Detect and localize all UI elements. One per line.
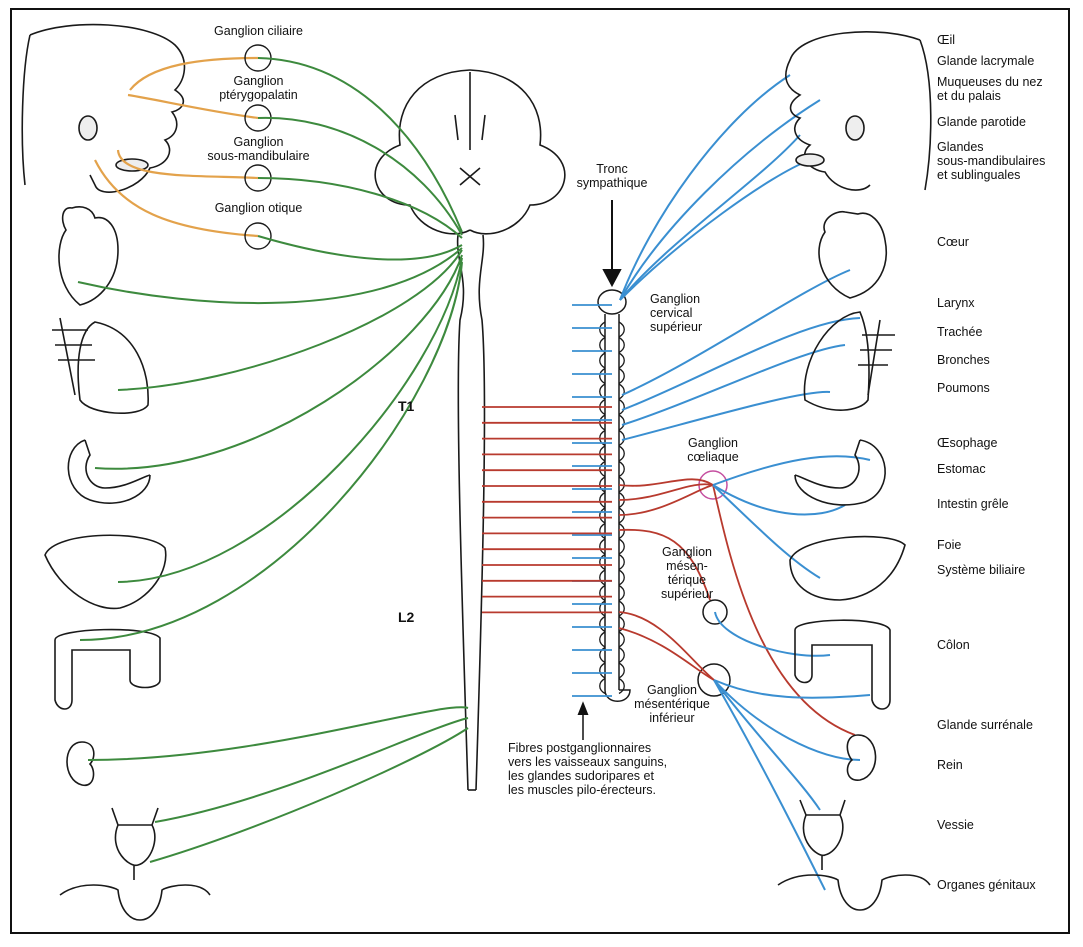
label-ganglion-pterygopalatin: Ganglion ptérygopalatin xyxy=(219,74,298,102)
label-coeur: Cœur xyxy=(937,235,969,249)
left-kidney xyxy=(66,741,95,787)
label-glande-lacrymale: Glande lacrymale xyxy=(937,54,1035,68)
label-vessie: Vessie xyxy=(937,818,974,832)
label-foie: Foie xyxy=(937,538,962,552)
trunk-ganglion xyxy=(599,352,625,369)
right-bladder xyxy=(799,799,846,870)
label-glande-parotide: Glande parotide xyxy=(937,115,1026,129)
left-stomach xyxy=(67,439,151,504)
trunk-ganglion xyxy=(599,538,625,555)
label-bronches: Bronches xyxy=(937,353,990,367)
right-uterus xyxy=(777,874,931,911)
right-colon xyxy=(794,619,891,710)
label-muqueuses: Muqueuses du nez et du palais xyxy=(937,75,1043,103)
label-organes-genitaux: Organes génitaux xyxy=(937,878,1036,892)
label-ganglion-cervical: Ganglion cervical supérieur xyxy=(650,292,703,334)
trunk-ganglion xyxy=(599,553,625,571)
trunk-ganglion xyxy=(599,677,625,695)
label-fibres-postganglionnaires: Fibres postganglionnaires vers les vaiss… xyxy=(508,741,668,797)
label-glande-surrenale: Glande surrénale xyxy=(937,718,1033,732)
label-systeme-biliaire: Système biliaire xyxy=(937,563,1026,577)
brain xyxy=(374,69,566,235)
label-estomac: Estomac xyxy=(937,462,986,476)
trunk-ganglion xyxy=(599,662,625,679)
label-ganglion-ciliaire: Ganglion ciliaire xyxy=(214,24,303,38)
right-head xyxy=(785,31,932,191)
trunk-ganglion xyxy=(599,460,625,478)
left-heart xyxy=(58,206,119,306)
left-liver xyxy=(44,534,167,610)
right-lung xyxy=(803,311,895,411)
trunk-ganglion xyxy=(599,631,625,648)
trunk-ganglion xyxy=(599,476,625,493)
cranial-fibers xyxy=(94,56,259,238)
label-oeil: Œil xyxy=(937,33,956,47)
left-colon xyxy=(54,628,161,710)
label-poumons: Poumons xyxy=(937,381,990,395)
label-ganglion-mesenterique-superieur: Ganglion mésen- térique supérieur xyxy=(660,545,714,601)
left-lung xyxy=(52,317,149,414)
left-head xyxy=(21,23,186,193)
label-larynx: Larynx xyxy=(937,296,975,310)
segmental-fibers xyxy=(572,304,612,697)
label-ganglion-coeliaque: Ganglion cœliaque xyxy=(687,436,739,464)
left-bladder xyxy=(111,807,159,880)
label-ganglion-sous-mandibulaire: Ganglion sous-mandibulaire xyxy=(207,135,310,163)
trunk-ganglion xyxy=(599,383,625,400)
left-uterus xyxy=(59,884,211,921)
label-oesophage: Œsophage xyxy=(937,436,998,450)
sympathetic-post-fibers xyxy=(619,74,871,891)
right-liver xyxy=(789,535,906,601)
label-tronc-sympathique: Tronc sympathique xyxy=(576,162,648,190)
prevertebral-ganglia xyxy=(697,470,731,697)
label-rein: Rein xyxy=(937,758,963,772)
trunk-ganglion xyxy=(599,321,625,338)
label-colon: Côlon xyxy=(937,638,970,652)
label-intestin-grele: Intestin grêle xyxy=(937,497,1009,511)
trunk-ganglion xyxy=(599,600,625,617)
trunk-ganglion xyxy=(599,569,625,586)
trunk-ganglia xyxy=(599,321,625,695)
trunk-ganglion xyxy=(599,367,625,385)
label-t1: T1 xyxy=(398,398,415,414)
right-kidney xyxy=(846,734,877,781)
splanchnic-fibers xyxy=(618,478,856,736)
preganglionic-fibers xyxy=(482,406,612,614)
trunk-ganglion xyxy=(599,646,625,664)
right-stomach xyxy=(794,439,886,506)
label-ganglion-mesenterique-inferieur: Ganglion mésentérique inférieur xyxy=(634,683,710,725)
label-l2: L2 xyxy=(398,609,415,625)
trunk-ganglion xyxy=(599,522,625,540)
label-glandes-sous-mandibulaires: Glandes sous-mandibulaires et sublingual… xyxy=(937,140,1046,182)
arrows xyxy=(577,200,622,740)
right-heart xyxy=(818,210,887,299)
label-ganglion-otique: Ganglion otique xyxy=(214,201,303,215)
label-trachee: Trachée xyxy=(937,325,983,339)
trunk-ganglion xyxy=(599,584,625,602)
parasympathetic-fibers xyxy=(77,57,469,863)
trunk-ganglion xyxy=(599,615,625,633)
